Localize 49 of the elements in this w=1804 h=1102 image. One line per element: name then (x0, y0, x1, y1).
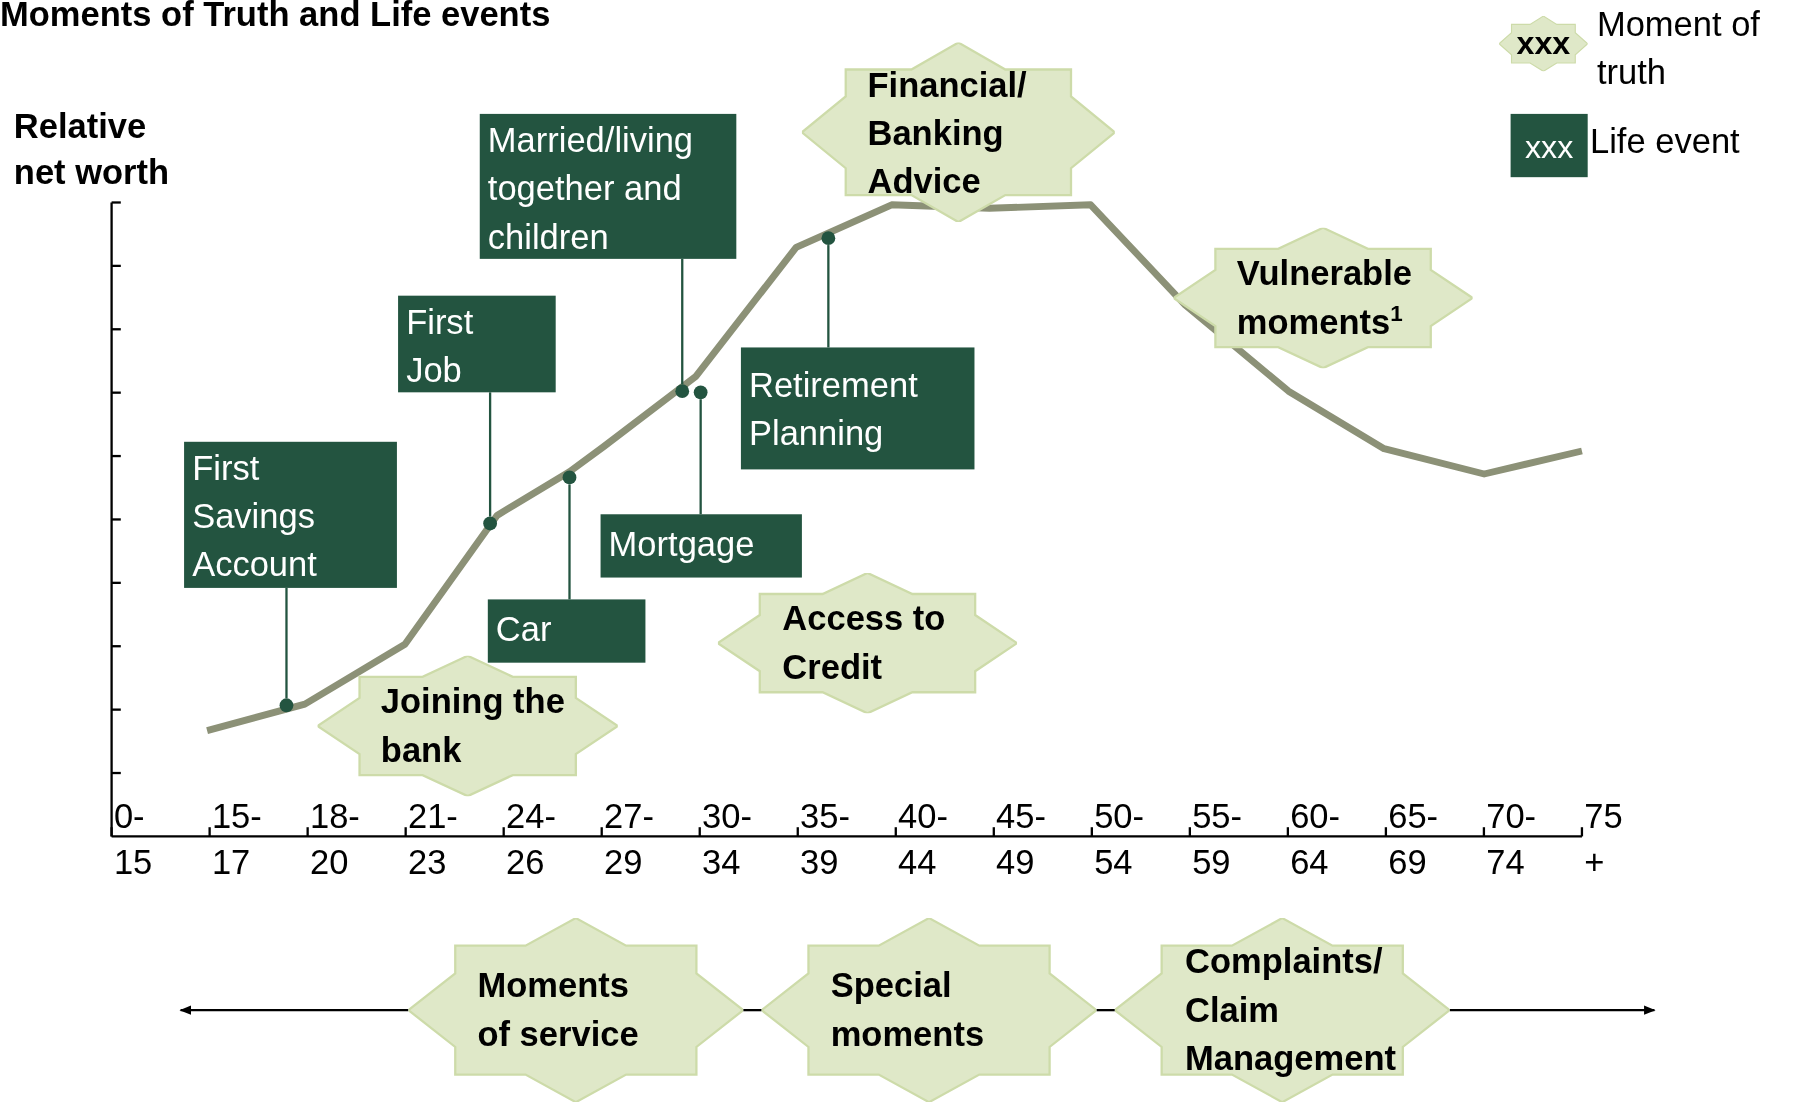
curve-point-dot (693, 385, 708, 400)
life-event-box: Retirement Planning (740, 347, 975, 470)
curve-point-dot (483, 516, 497, 531)
tick-label: 0- 15 (113, 796, 153, 884)
tick-label: 35- 39 (800, 796, 850, 884)
moment-of-truth-callout: Joining the bank (317, 655, 618, 797)
tick-label: 50- 54 (1094, 796, 1144, 884)
moment-of-truth-callout: Vulnerable moments$^{1}$ (1173, 227, 1473, 369)
axis-title: Relative net worth (13, 106, 171, 193)
leader-line (681, 258, 684, 385)
curve-point-dot (279, 698, 294, 713)
arrow (1449, 1005, 1656, 1015)
legend-label: Life event (1590, 121, 1740, 162)
legend-label: Moment of truth (1596, 3, 1761, 93)
curve-point-dot (562, 470, 577, 485)
curve-point-dot (821, 231, 836, 246)
tick-label: 27- 29 (604, 796, 654, 884)
tick-label: 65- 69 (1388, 796, 1439, 884)
moment-of-truth-callout: Complaints/ Claim Management (1114, 918, 1450, 1102)
chart-title: Moments of Truth and Life events (0, 0, 551, 35)
moment-of-truth-callout: Moments of service (408, 918, 744, 1102)
curve-point-dot (675, 384, 690, 399)
moment-of-truth-callout: Special moments (761, 918, 1097, 1102)
life-event-box: Car (487, 599, 646, 663)
tick-label: 60- 64 (1290, 796, 1341, 884)
leader-line (488, 392, 492, 517)
moment-of-truth-callout: Financial/ Banking Advice (801, 42, 1115, 223)
life-event-box: First Savings Account (184, 441, 397, 588)
life-event-box: Mortgage (600, 514, 802, 578)
legend-symbol: xxx (1499, 16, 1588, 72)
tick-label: 45- 49 (996, 796, 1046, 884)
tick-label: 70- 74 (1486, 796, 1537, 884)
tick-label: 15- 17 (211, 796, 262, 884)
moment-of-truth-callout: Access to Credit (717, 572, 1018, 714)
leader-line (699, 399, 702, 515)
leader-line (568, 484, 571, 600)
leader-line (827, 245, 830, 348)
arrow (179, 1005, 409, 1015)
tick-label: 21- 23 (407, 796, 458, 884)
life-event-box: First Job (398, 295, 556, 393)
tick-label: 24- 26 (506, 796, 556, 884)
tick-label: 18- 20 (309, 796, 360, 884)
life-event-box: Married/living together and children (479, 113, 737, 259)
tick-label: 30- 34 (702, 796, 752, 884)
tick-label: 55- 59 (1192, 796, 1242, 884)
leader-line (285, 587, 288, 699)
tick-label: 75 + (1584, 796, 1623, 884)
tick-label: 40- 44 (898, 796, 948, 884)
legend-swatch: xxx (1510, 113, 1588, 178)
